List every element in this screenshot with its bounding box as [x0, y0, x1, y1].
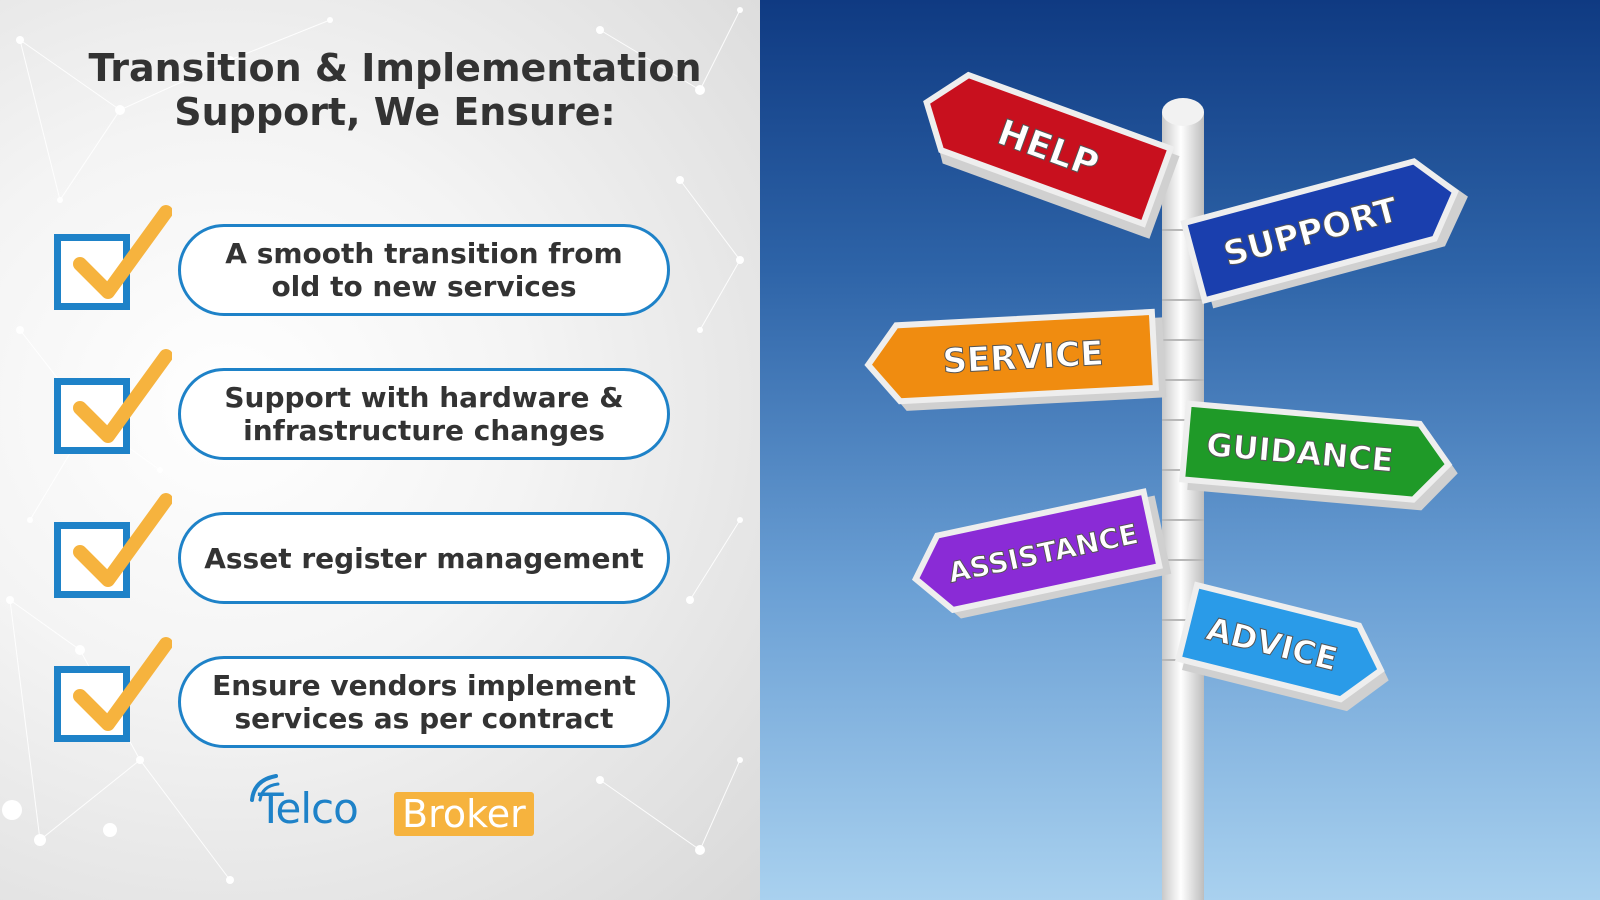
page-title: Transition & Implementation Support, We … — [88, 46, 702, 134]
checklist-item: Ensure vendors implement services as per… — [52, 637, 672, 748]
right-panel: HELP SUPPORT SERVICE GUIDANCE ASSISTANCE — [760, 0, 1600, 900]
checklist-item-text: Asset register management — [178, 512, 670, 604]
signpost-pole-cap — [1162, 98, 1204, 126]
sign-advice: ADVICE — [1174, 581, 1389, 712]
checklist-item-text: Support with hardware & infrastructure c… — [178, 368, 670, 460]
left-panel: Transition & Implementation Support, We … — [0, 0, 760, 900]
sign-help: HELP — [923, 71, 1180, 239]
sign-assistance: ASSISTANCE — [911, 488, 1172, 619]
sign-service: SERVICE — [864, 308, 1167, 411]
checkmark-icon — [73, 205, 172, 299]
sign-support: SUPPORT — [1180, 158, 1468, 309]
signal-arc-icon — [250, 774, 280, 802]
logo-telco-text: Telco — [258, 784, 359, 833]
signpost-illustration: HELP SUPPORT SERVICE GUIDANCE ASSISTANCE — [864, 71, 1468, 900]
logo-broker-text: Broker — [394, 792, 534, 836]
checklist-item: A smooth transition from old to new serv… — [52, 205, 672, 316]
checkmark-icon — [73, 493, 172, 587]
checkmark-icon — [73, 637, 172, 731]
checklist-item-text: Ensure vendors implement services as per… — [178, 656, 670, 748]
checkmark-icon — [73, 349, 172, 443]
sign-service-label: SERVICE — [942, 334, 1105, 382]
checklist-item: Asset register management — [52, 493, 672, 604]
sign-guidance: GUIDANCE — [1178, 400, 1458, 511]
checklist-item-text: A smooth transition from old to new serv… — [178, 224, 670, 316]
checklist-item: Support with hardware & infrastructure c… — [52, 349, 672, 460]
network-background — [2, 7, 744, 884]
telcobroker-logo: Telco Broker — [246, 772, 566, 842]
